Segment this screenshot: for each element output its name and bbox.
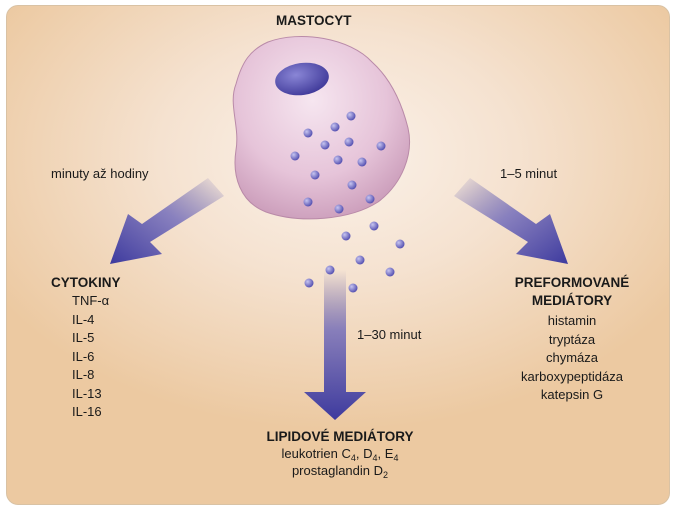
arrow-left-to-cytokines	[110, 178, 224, 264]
granule	[395, 239, 405, 249]
cytokines-list: TNF-α IL-4 IL-5 IL-6 IL-8 IL-13 IL-16	[72, 292, 109, 422]
arrow-right-to-preformed	[454, 178, 568, 264]
prostaglandin-line: prostaglandin D2	[215, 462, 465, 480]
leukotrien-line: leukotrien C4, D4, E4	[215, 445, 465, 463]
leukotrien-sub-d: 4	[372, 453, 378, 463]
granule	[320, 140, 330, 150]
granule	[385, 267, 395, 277]
granule	[376, 141, 386, 151]
cytokine-item: IL-5	[72, 330, 95, 345]
preformed-item: katepsin G	[540, 387, 604, 402]
preformed-item: chymáza	[545, 350, 599, 365]
prostaglandin-sub: 2	[383, 470, 389, 480]
granule	[344, 137, 354, 147]
granule	[303, 197, 313, 207]
lipid-heading: LIPIDOVÉ MEDIÁTORY	[266, 429, 414, 444]
mast-cell-title: MASTOCYT	[276, 13, 352, 28]
granule	[346, 111, 356, 121]
lipid-section: LIPIDOVÉ MEDIÁTORY leukotrien C4, D4, E4…	[215, 428, 465, 480]
granule	[357, 157, 367, 167]
granule	[310, 170, 320, 180]
cytokine-item: TNF-α	[72, 293, 110, 308]
cytokine-item: IL-16	[72, 404, 102, 419]
leukotrien-text-d: , D	[355, 446, 373, 461]
nucleus	[275, 62, 329, 96]
preformed-heading-line1: PREFORMOVANÉ	[514, 275, 630, 290]
preformed-item: karboxypeptidáza	[521, 368, 623, 384]
cytokine-item: IL-8	[72, 367, 95, 382]
granule	[369, 221, 379, 231]
granule	[341, 231, 351, 241]
timing-left: minuty až hodiny	[51, 166, 149, 181]
preformed-list: histamin tryptáza chymáza karboxypeptidá…	[498, 312, 646, 405]
preformed-item: histamin	[547, 313, 597, 328]
cytokine-item: IL-13	[72, 385, 102, 401]
granule	[303, 128, 313, 138]
granule	[334, 204, 344, 214]
granule	[347, 180, 357, 190]
cytokines-heading: CYTOKINY	[51, 275, 121, 290]
granule	[290, 151, 300, 161]
leukotrien-text: leukotrien C	[281, 446, 351, 461]
preformed-item: tryptáza	[548, 331, 596, 347]
leukotrien-text-e: , E	[377, 446, 394, 461]
granule	[330, 122, 340, 132]
granule	[355, 255, 365, 265]
granule	[365, 194, 375, 204]
cytokine-item: IL-4	[72, 311, 95, 327]
granules-released	[304, 221, 405, 293]
granule	[304, 278, 314, 288]
granules-inside	[290, 111, 386, 214]
timing-right: 1–5 minut	[500, 166, 558, 181]
leukotrien-sub-e: 4	[393, 453, 399, 463]
granule	[333, 155, 343, 165]
prostaglandin-text: prostaglandin D	[291, 463, 384, 478]
mast-cell-body	[232, 36, 410, 220]
cytokine-item: IL-6	[72, 348, 95, 364]
timing-bottom: 1–30 minut	[357, 327, 422, 342]
arrow-down-to-lipid	[304, 270, 366, 420]
granule	[348, 283, 358, 293]
preformed-heading-line2: MEDIÁTORY	[531, 293, 613, 308]
granule	[325, 265, 335, 275]
leukotrien-sub-c: 4	[350, 453, 356, 463]
